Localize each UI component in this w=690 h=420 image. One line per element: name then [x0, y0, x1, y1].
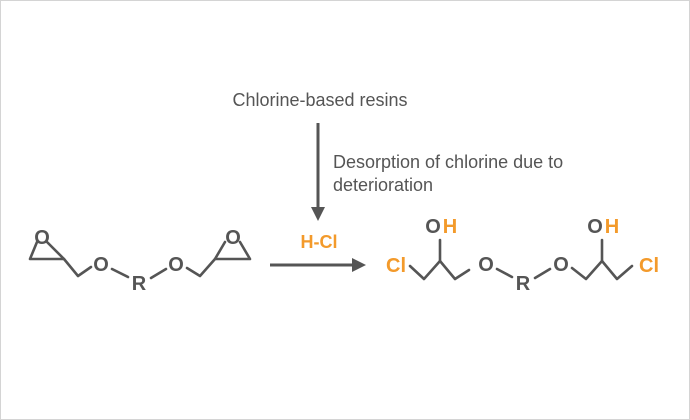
left-epoxide-ring — [28, 240, 66, 261]
right-epoxide-oxygen: O — [225, 227, 241, 249]
reactant-ether-oxygen-right: O — [168, 254, 184, 276]
product-bond-r-o-right — [533, 267, 552, 280]
source-label: Chlorine-based resins — [232, 90, 407, 110]
reactant-molecule: O O R O O — [28, 227, 252, 295]
product-right-chain — [570, 259, 634, 281]
reactant-bond-r-o-right — [149, 267, 168, 280]
product-bond-o-r-left — [495, 267, 514, 279]
product-right-hydroxyl-hydrogen: H — [605, 216, 619, 238]
product-molecule: Cl O H O R O O H Cl — [386, 216, 659, 295]
vertical-arrow-head — [311, 207, 325, 221]
left-epoxide-oxygen: O — [34, 227, 50, 249]
reactant-bond-o-r-left — [110, 267, 130, 279]
process-label-line2: deterioration — [333, 175, 433, 195]
product-right-hydroxyl-oxygen: O — [587, 216, 603, 238]
horizontal-arrow-head — [352, 258, 366, 272]
product-chlorine-left: Cl — [386, 255, 406, 277]
reactant-r-group: R — [132, 273, 147, 295]
reactant-ether-oxygen-left: O — [93, 254, 109, 276]
product-r-group: R — [516, 273, 531, 295]
product-ether-oxygen-left: O — [478, 254, 494, 276]
reagent-label: H-Cl — [301, 232, 338, 252]
reactant-left-chain — [62, 257, 93, 278]
product-left-hydroxyl-oxygen: O — [425, 216, 441, 238]
process-label-line1: Desorption of chlorine due to — [333, 152, 563, 172]
reactant-right-chain — [185, 257, 217, 278]
product-left-hydroxyl-hydrogen: H — [443, 216, 457, 238]
right-epoxide-ring — [213, 240, 252, 261]
product-chlorine-right: Cl — [639, 255, 659, 277]
product-left-chain — [408, 259, 471, 281]
product-ether-oxygen-right: O — [553, 254, 569, 276]
